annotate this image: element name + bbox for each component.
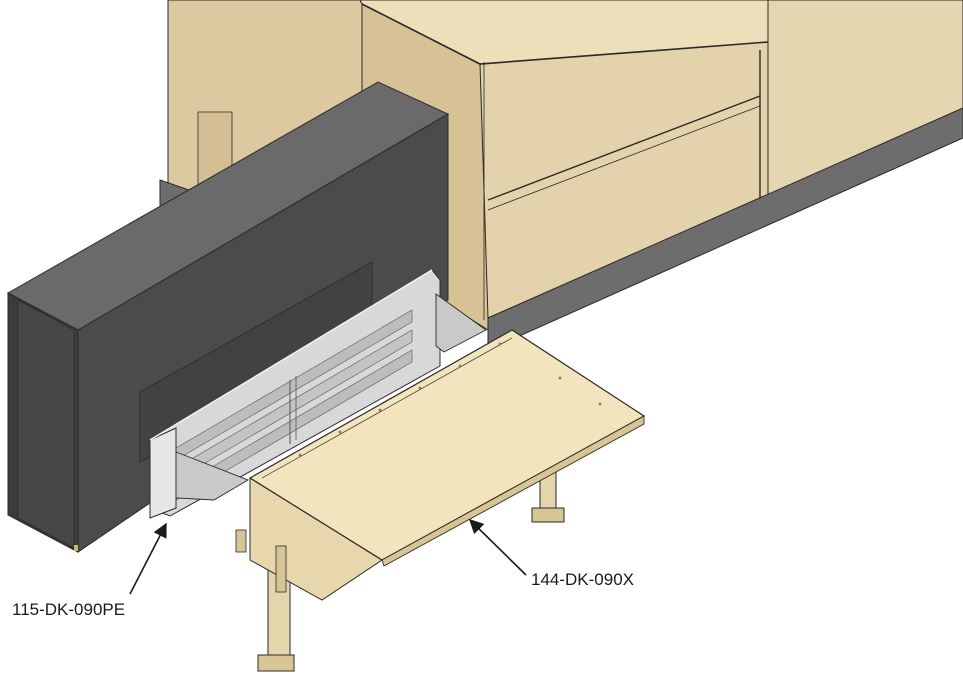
hood-right-foot	[531, 507, 565, 523]
hood-left-foot	[257, 654, 295, 672]
hood-front-lip	[381, 415, 645, 567]
damper-left-bracket	[175, 451, 250, 501]
hood-part-number-label: 144-DK-090X	[531, 570, 635, 589]
outdoor-air-hood	[235, 329, 646, 672]
damper-right-bracket	[435, 293, 487, 353]
duct-left-opening	[17, 299, 75, 549]
hood-rivets	[298, 342, 602, 457]
damper-left-flange	[149, 427, 177, 519]
damper-callout-arrow	[129, 522, 167, 595]
economizer-damper-assembly	[149, 269, 487, 519]
damper-part-number-label: 115-DK-090PE	[12, 600, 126, 619]
hood-callout-arrow	[468, 518, 527, 576]
cabinet-base-rail	[487, 107, 963, 351]
